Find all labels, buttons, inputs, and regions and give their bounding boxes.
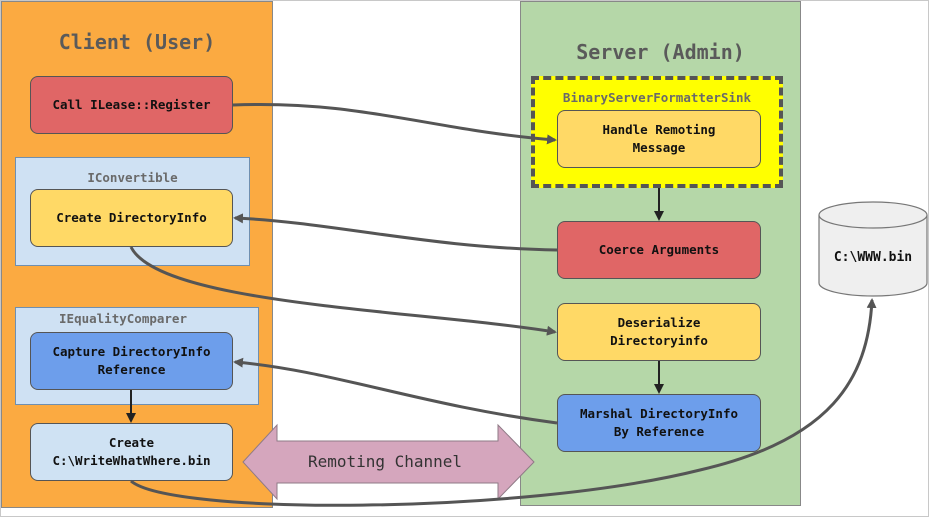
arrow-coerce-to-create [233,213,558,252]
arrow-register-to-handle [232,102,557,145]
remoting-channel-arrow [242,423,535,501]
create-file-node: Create C:\WriteWhatWhere.bin [30,423,233,481]
marshal-node: Marshal DirectoryInfo By Reference [557,394,761,452]
create-directoryinfo-node: Create DirectoryInfo [30,189,233,247]
call-register-node: Call ILease::Register [30,76,233,134]
channel-label: Remoting Channel [307,452,463,471]
iconvertible-label: IConvertible [87,170,178,185]
coerce-arguments-node: Coerce Arguments [557,221,761,279]
server-title: Server (Admin) [576,40,745,64]
handle-message-node: Handle Remoting Message [557,110,761,168]
client-title: Client (User) [58,30,216,54]
deserialize-node: Deserialize Directoryinfo [557,303,761,361]
iequalitycomparer-label: IEqualityComparer [59,311,187,326]
sink-label: BinaryServerFormatterSink [562,90,752,105]
capture-reference-node: Capture DirectoryInfo Reference [30,332,233,390]
storage-label: C:\WWW.bin [833,250,913,265]
arrow-marshal-to-capture [233,357,558,425]
storage-cylinder-icon [818,201,928,297]
arrow-create-to-deserialize [129,246,557,336]
arrow-createfile-to-storage [130,298,877,507]
